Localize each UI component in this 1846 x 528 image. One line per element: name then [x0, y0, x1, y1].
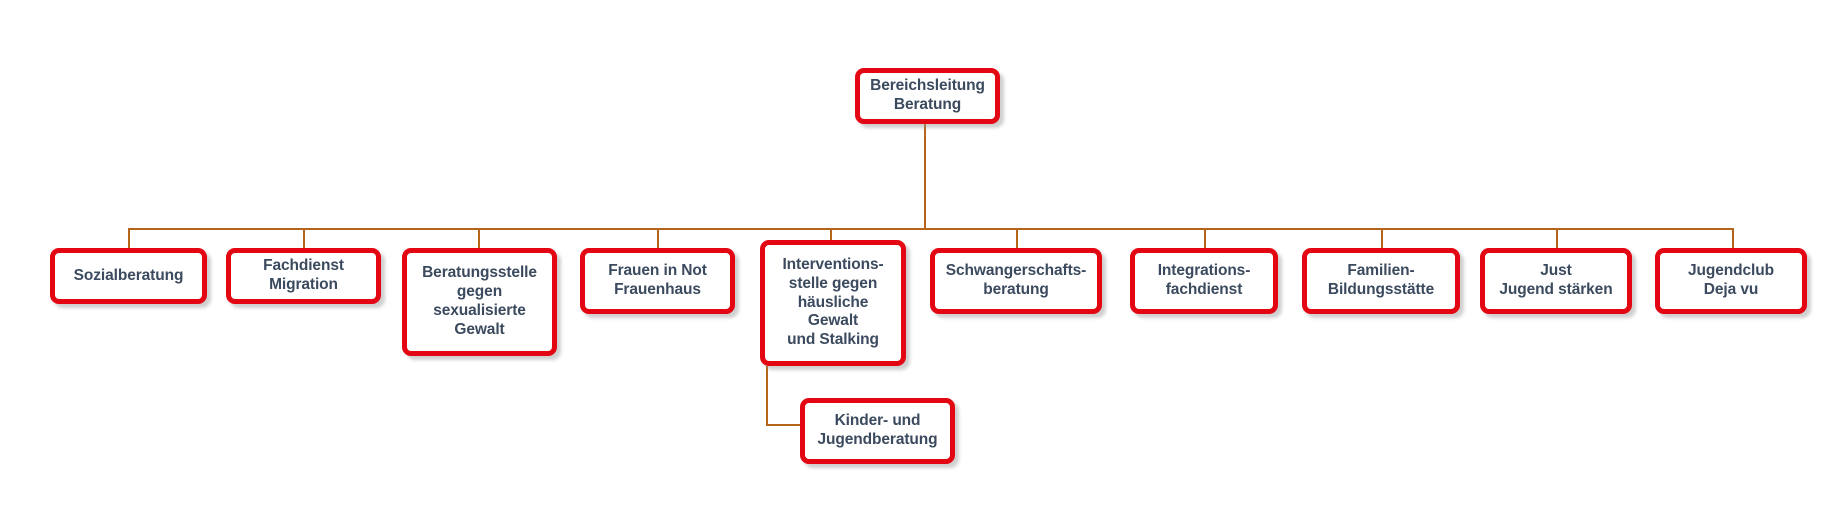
- node-jugendclub-deja-vu[interactable]: Jugendclub Deja vu: [1655, 248, 1807, 314]
- connector-drop-schwangerschaftsberatung: [1016, 228, 1018, 248]
- node-label: Integrations- fachdienst: [1157, 262, 1251, 298]
- node-label: Fachdienst Migration: [263, 257, 344, 293]
- connector-root-trunk: [924, 124, 926, 229]
- node-label: Sozialberatung: [73, 266, 184, 284]
- node-familien-bildungsstaette[interactable]: Familien- Bildungsstätte: [1302, 248, 1460, 314]
- connector-drop-beratungsstelle: [478, 228, 480, 248]
- node-kinder-und-jugendberatung[interactable]: Kinder- und Jugendberatung: [800, 398, 955, 464]
- node-just-jugend-staerken[interactable]: Just Jugend stärken: [1480, 248, 1632, 314]
- node-frauen-in-not-frauenhaus[interactable]: Frauen in Not Frauenhaus: [580, 248, 735, 314]
- connector-horizontal-bus: [128, 228, 1732, 230]
- node-integrationsfachdienst[interactable]: Integrations- fachdienst: [1130, 248, 1278, 314]
- node-label: Kinder- und Jugendberatung: [817, 412, 938, 448]
- connector-drop-fachdienst-migration: [303, 228, 305, 248]
- node-fachdienst-migration[interactable]: Fachdienst Migration: [226, 248, 381, 304]
- node-label: Just Jugend stärken: [1499, 262, 1613, 298]
- node-label: Interventions- stelle gegen häusliche Ge…: [782, 255, 884, 349]
- node-schwangerschaftsberatung[interactable]: Schwangerschafts- beratung: [930, 248, 1102, 314]
- connector-drop-sozialberatung: [128, 228, 130, 248]
- connector-drop-interventionsstelle: [830, 228, 832, 248]
- connector-drop-just-jugend-staerken: [1556, 228, 1558, 248]
- node-label: Jugendclub Deja vu: [1688, 262, 1774, 298]
- node-label: Beratungsstelle gegen sexualisierte Gewa…: [422, 264, 537, 338]
- node-sozialberatung[interactable]: Sozialberatung: [50, 248, 207, 304]
- node-label: Frauen in Not Frauenhaus: [608, 262, 707, 298]
- node-beratungsstelle-gegen-sexualisierte-gewalt[interactable]: Beratungsstelle gegen sexualisierte Gewa…: [402, 248, 557, 356]
- connector-elbow-horizontal-kinder: [766, 424, 804, 426]
- node-bereichsleitung-beratung[interactable]: Bereichsleitung Beratung: [855, 68, 1000, 124]
- connector-drop-integrationsfachdienst: [1204, 228, 1206, 248]
- connector-drop-familien-bildungsstaette: [1381, 228, 1383, 248]
- node-label: Schwangerschafts- beratung: [945, 262, 1087, 298]
- connector-elbow-vertical-kinder: [766, 366, 768, 425]
- node-label: Bereichsleitung Beratung: [870, 77, 985, 113]
- connector-drop-frauen-in-not: [657, 228, 659, 248]
- node-interventionsstelle[interactable]: Interventions- stelle gegen häusliche Ge…: [760, 240, 906, 366]
- node-label: Familien- Bildungsstätte: [1327, 262, 1435, 298]
- connector-drop-jugendclub-deja-vu: [1732, 228, 1734, 248]
